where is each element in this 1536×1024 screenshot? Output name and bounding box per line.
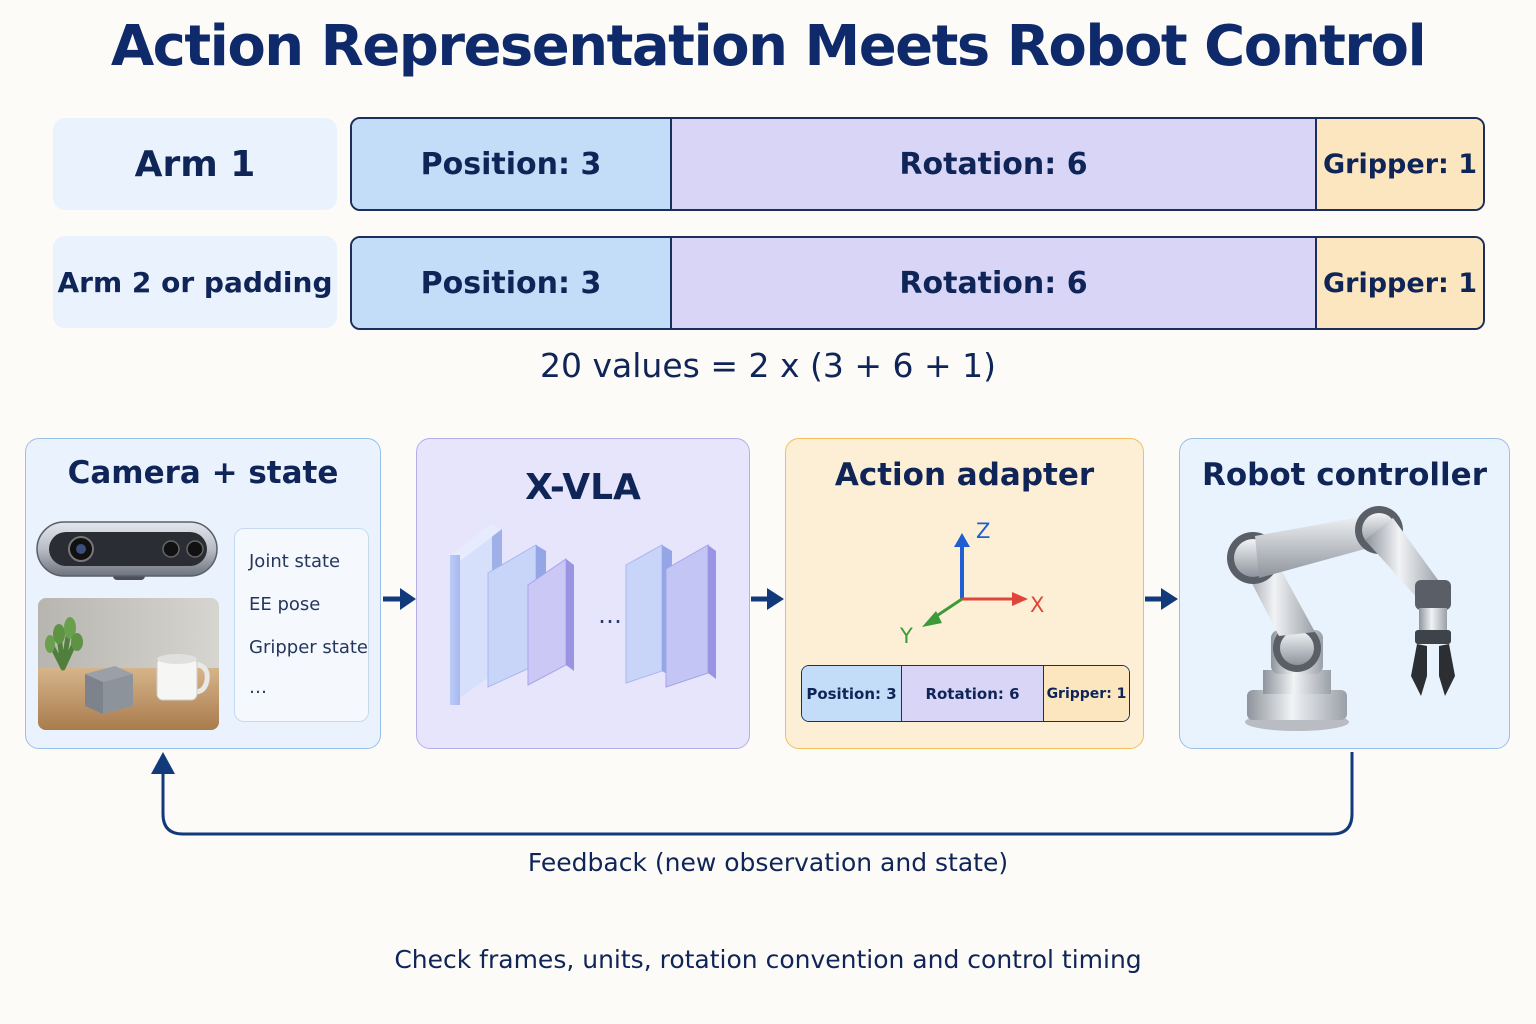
- scene-photo: [38, 598, 219, 730]
- feedback-loop-arrow: [151, 752, 1354, 836]
- footer-note: Check frames, units, rotation convention…: [394, 945, 1142, 974]
- network-layers-illustration: …: [450, 523, 716, 705]
- arm-2-position-segment: Position: 3: [352, 238, 672, 328]
- dimension-formula: 20 values = 2 x (3 + 6 + 1): [540, 346, 996, 385]
- grey-cube-icon: [85, 666, 133, 714]
- layer-block-3: [527, 558, 574, 686]
- axis-z-label: Z: [976, 519, 990, 543]
- layers-ellipsis: …: [598, 601, 622, 629]
- robot-controller-title: Robot controller: [1202, 457, 1487, 493]
- camera-state-title: Camera + state: [67, 455, 339, 491]
- state-item-ee-pose: EE pose: [249, 594, 321, 615]
- coordinate-axes-icon: Z X Y: [899, 519, 1044, 648]
- depth-camera-icon: [36, 521, 218, 580]
- adapter-gripper-segment: Gripper: 1: [1044, 666, 1129, 721]
- plant-icon: [45, 617, 83, 671]
- state-item-joint: Joint state: [249, 551, 341, 572]
- arm-1-gripper-segment: Gripper: 1: [1317, 119, 1483, 209]
- xvla-title: X-VLA: [525, 467, 641, 508]
- axis-x-label: X: [1030, 593, 1044, 617]
- state-item-more: …: [249, 677, 267, 698]
- adapter-position-segment: Position: 3: [802, 666, 902, 721]
- action-adapter-title: Action adapter: [834, 457, 1095, 493]
- state-item-gripper: Gripper state: [249, 637, 368, 658]
- arm-1-rotation-segment: Rotation: 6: [672, 119, 1317, 209]
- adapter-rotation-segment: Rotation: 6: [902, 666, 1044, 721]
- feedback-label: Feedback (new observation and state): [527, 848, 1009, 877]
- axis-y-label: Y: [899, 624, 913, 648]
- arrow-xvla-to-adapter: [751, 588, 784, 610]
- robot-arm-icon: [1227, 506, 1455, 731]
- layer-block-5: [665, 544, 716, 688]
- arm-2-rotation-segment: Rotation: 6: [672, 238, 1317, 328]
- arm-2-gripper-segment: Gripper: 1: [1317, 238, 1483, 328]
- arrow-camera-to-xvla: [383, 588, 416, 610]
- white-mug-icon: [156, 654, 210, 701]
- arm-2-action-vector: Position: 3 Rotation: 6 Gripper: 1: [350, 236, 1485, 330]
- arrow-adapter-to-controller: [1145, 588, 1178, 610]
- arm-2-label: Arm 2 or padding: [53, 236, 337, 328]
- arm-1-action-vector: Position: 3 Rotation: 6 Gripper: 1: [350, 117, 1485, 211]
- adapter-action-vector: Position: 3 Rotation: 6 Gripper: 1: [801, 665, 1130, 722]
- arm-1-position-segment: Position: 3: [352, 119, 672, 209]
- camera-and-scene-illustration: [36, 521, 219, 730]
- arm-1-label: Arm 1: [53, 118, 337, 210]
- page-title: Action Representation Meets Robot Contro…: [110, 14, 1427, 79]
- robot-state-list: Joint state EE pose Gripper state …: [234, 528, 369, 722]
